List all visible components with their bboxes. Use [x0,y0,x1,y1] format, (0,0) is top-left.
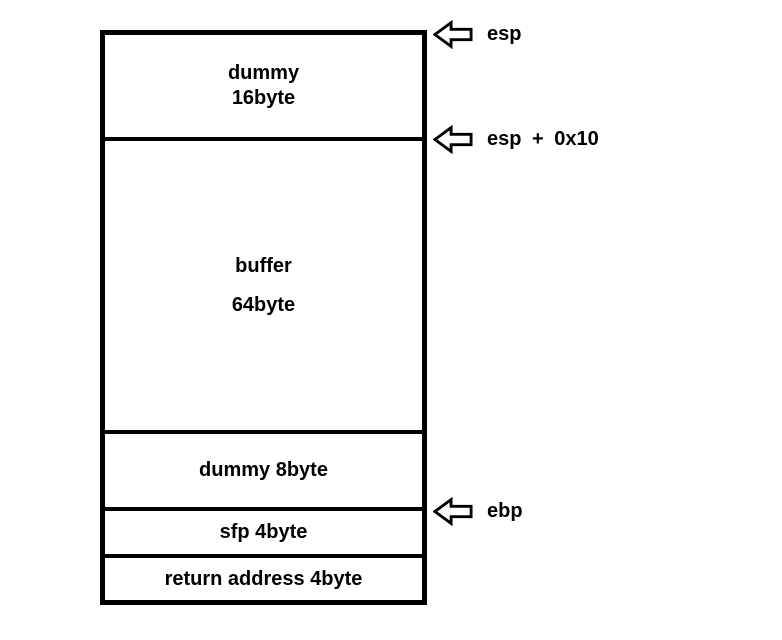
left-arrow-icon [433,124,473,154]
stack-section-dummy-8byte: dummy 8byte [105,434,422,511]
pointer-label-ebp: ebp [487,499,523,522]
left-arrow-icon [433,19,473,49]
section-size-label: 16byte [231,87,296,109]
pointer-esp: esp [433,19,521,49]
left-arrow-icon [433,496,473,526]
stack-box: dummy 16byte buffer 64byte dummy 8byte s… [100,30,427,605]
section-label: dummy [227,62,300,84]
stack-section-dummy-16byte: dummy 16byte [105,35,422,141]
stack-section-buffer-64byte: buffer 64byte [105,141,422,434]
pointer-esp-plus-0x10: esp + 0x10 [433,124,599,154]
stack-section-return-address-4byte: return address 4byte [105,558,422,600]
section-label: return address 4byte [164,567,363,590]
section-size-label: 64byte [231,293,296,316]
section-label: dummy 8byte [199,459,328,481]
section-label: sfp 4byte [219,521,308,543]
pointer-label-esp: esp [487,22,522,45]
stack-section-sfp-4byte: sfp 4byte [105,511,422,558]
section-label: buffer [235,254,292,277]
pointer-label-esp-plus-0x10: esp + 0x10 [487,127,599,150]
pointer-ebp: ebp [433,496,523,526]
